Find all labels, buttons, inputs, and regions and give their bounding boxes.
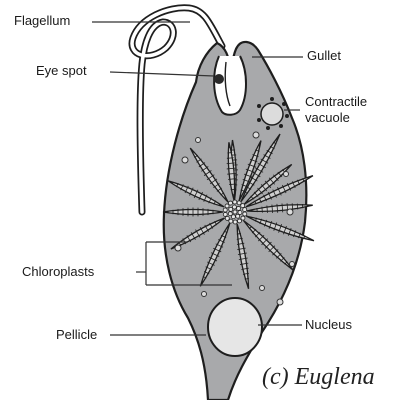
label-pellicle: Pellicle (56, 327, 97, 343)
pyrenoid-granule (241, 204, 245, 208)
pyrenoid-granule (228, 201, 232, 205)
pyrenoid-granule (233, 200, 237, 204)
pyrenoid-granule (236, 214, 240, 218)
pyrenoid-granule (238, 219, 242, 223)
caption: (c) Euglena (262, 364, 375, 391)
pyrenoid-granule (223, 208, 227, 212)
pyrenoid-granule (225, 216, 229, 220)
pyrenoid-granule (243, 208, 247, 212)
pyrenoid-granule (228, 212, 232, 216)
pyrenoid-granule (237, 206, 241, 210)
label-flagellum: Flagellum (14, 13, 70, 29)
pyrenoid-granule (237, 201, 241, 205)
pyrenoid-granule (238, 211, 242, 215)
pyrenoid-granule (229, 219, 233, 223)
pyrenoid-granule (232, 205, 236, 209)
pyrenoid-granule (225, 204, 229, 208)
eye-spot (214, 74, 224, 84)
label-chloroplasts: Chloroplasts (22, 264, 94, 280)
pyrenoid-granule (243, 212, 247, 216)
pyrenoid-granule (233, 210, 237, 214)
chloroplast-hatch (262, 207, 263, 213)
pyrenoid-granule (223, 212, 227, 216)
pyrenoid-granule (233, 220, 237, 224)
label-gullet: Gullet (307, 48, 341, 64)
label-contractile-vacuole-line2: vacuole (305, 110, 350, 126)
nucleus (208, 298, 262, 356)
label-eye-spot: Eye spot (36, 63, 87, 79)
pyrenoid-granule (229, 207, 233, 211)
label-nucleus: Nucleus (305, 317, 352, 333)
pyrenoid-granule (241, 216, 245, 220)
chloroplast-hatch (297, 204, 298, 210)
label-contractile-vacuole-line1: Contractile (305, 94, 367, 110)
contractile-vacuole (261, 103, 283, 125)
